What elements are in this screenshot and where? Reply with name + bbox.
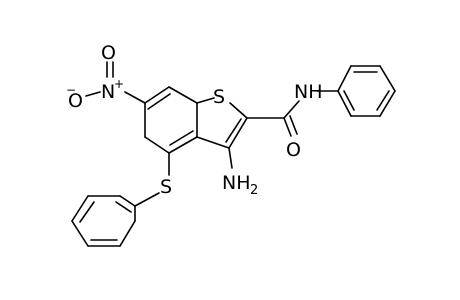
thiophene-ring xyxy=(196,97,248,149)
amino-subscript-label: 2 xyxy=(250,183,258,198)
thioether-sulfur-label: S xyxy=(160,176,172,198)
carboxamide-group xyxy=(246,90,339,137)
amino-group xyxy=(228,147,233,169)
amide-nh-label: NH xyxy=(294,81,323,103)
nitro-oxygen-left-label: O xyxy=(68,90,83,112)
thioether-link xyxy=(134,152,170,207)
minus-charge-label: − xyxy=(66,83,76,97)
nitro-group xyxy=(85,61,146,104)
s-phenyl-ring xyxy=(71,195,136,247)
nitro-oxygen-top-label: O xyxy=(101,42,116,64)
n-phenyl-ring xyxy=(337,65,396,117)
amino-nh-label: NH xyxy=(222,172,251,194)
thiophene-sulfur-label: S xyxy=(213,86,225,108)
nitro-nitrogen-label: N xyxy=(101,81,115,103)
plus-charge-label: + xyxy=(114,77,124,91)
benzo-ring xyxy=(144,86,198,154)
amide-oxygen-label: O xyxy=(286,139,301,161)
